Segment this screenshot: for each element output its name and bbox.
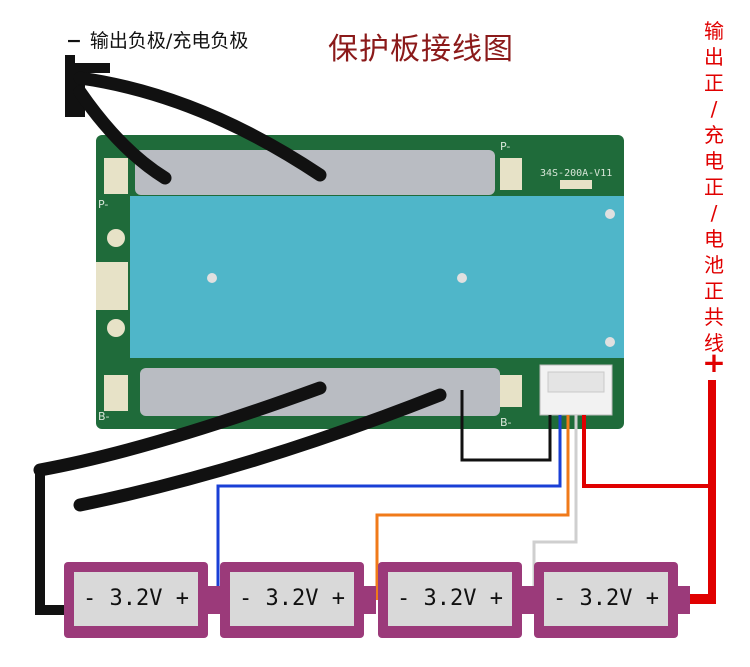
positive-label-char: /	[710, 97, 718, 121]
cell-label: - 3.2V +	[239, 586, 345, 611]
negative-sign: −	[66, 30, 82, 52]
cell-label: - 3.2V +	[553, 586, 659, 611]
cell-label: - 3.2V +	[83, 586, 189, 611]
positive-label-char: 输	[704, 19, 724, 43]
heatsink-cover	[130, 196, 624, 358]
negative-cable-to-cell	[35, 470, 70, 615]
positive-label-char: 出	[704, 45, 724, 69]
cell-face	[74, 572, 198, 626]
positive-label-char: 充	[704, 123, 724, 147]
cell-terminal	[678, 586, 690, 614]
wire-blue	[216, 415, 562, 600]
cell-face	[388, 572, 512, 626]
pin-header	[560, 180, 592, 189]
cell-face	[230, 572, 354, 626]
cell-face	[544, 572, 668, 626]
battery-negative-cable-1	[33, 381, 327, 477]
positive-label-char: 正	[704, 279, 724, 303]
positive-label-char: /	[710, 201, 718, 225]
cover-screw-1	[207, 273, 217, 283]
positive-sign: +	[702, 346, 726, 379]
board-model-code: 34S-200A-V11	[540, 168, 613, 179]
cell-label: - 3.2V +	[397, 586, 503, 611]
cell-terminal	[208, 586, 220, 614]
pad-label-p-top: P-	[500, 140, 511, 153]
pad-top-right	[500, 158, 522, 190]
screw-left-2	[107, 319, 125, 337]
positive-label-char: 电	[704, 227, 724, 251]
cell-terminal	[522, 586, 534, 614]
pad-bottom-right	[500, 375, 522, 407]
pad-label-b-bottom: B-	[500, 416, 512, 429]
positive-label-char: 正	[704, 71, 724, 95]
negative-output-label: −输出负极/充电负极	[66, 26, 248, 53]
cell-terminal	[364, 586, 376, 614]
pad-top-left	[104, 158, 128, 194]
balance-connector-pins	[547, 371, 605, 393]
positive-common-line	[690, 380, 716, 604]
pad-label-p-left: P-	[98, 198, 109, 211]
negative-output-cable	[65, 55, 110, 117]
positive-label-char: 池	[704, 253, 724, 277]
cover-screw-2	[457, 273, 467, 283]
diagram-title: 保护板接线图	[328, 32, 514, 67]
positive-label-char: 线	[704, 331, 724, 355]
wire-orange	[375, 415, 570, 600]
pad-label-b-left: B-	[98, 410, 110, 423]
pad-bottom-left	[104, 375, 128, 411]
positive-label-char: 正	[704, 175, 724, 199]
screw-left-1	[107, 229, 125, 247]
wire-black	[460, 390, 552, 462]
pcb-notch	[96, 262, 128, 310]
cover-screw-3	[605, 209, 615, 219]
positive-label-char: 电	[704, 149, 724, 173]
negative-cable-1	[73, 71, 327, 182]
positive-label-char: 共	[704, 305, 724, 329]
positive-output-label: 输 出 正 / 充 电 正 / 电 池 正 共 线	[700, 18, 728, 356]
negative-cable-2	[73, 85, 172, 185]
negative-label-text: 输出负极/充电负极	[89, 30, 249, 52]
battery-negative-cable-2	[73, 388, 447, 512]
cover-screw-4	[605, 337, 615, 347]
